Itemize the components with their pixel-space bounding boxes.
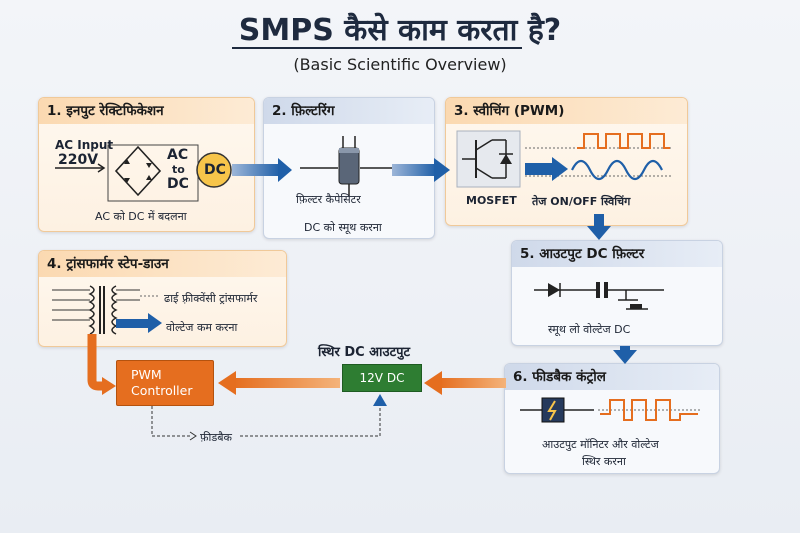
output-value-block: 12V DC [342,364,422,392]
dc-badge-icon [196,152,232,188]
step-2-caption-1: फ़िल्टर कैपेसिटर [296,193,361,206]
output-filter-icon [534,282,664,310]
step-6-card: 6. फीडबैक कंट्रोल [504,363,720,474]
pwm-controller-line1: PWM [131,367,162,382]
step-5-caption: स्मूथ लो वोल्टेज DC [548,323,631,336]
feedback-sensor-icon [520,397,594,423]
step-6-title: 6. फीडबैक कंट्रोल [505,364,719,390]
feedback-waveform-icon [598,399,700,421]
feedback-dashed-path [151,394,387,441]
step-6-caption-1: आउटपुट मॉनिटर और वोल्टेज [542,438,659,451]
step-3-title: 3. स्वीचिंग (PWM) [446,98,687,124]
step-1-caption: AC को DC में बदलना [95,210,187,223]
to-label: to [172,163,185,176]
mosfet-label: MOSFET [466,194,517,207]
step-2-title: 2. फ़िल्टरिंग [264,98,434,124]
step-2-caption-2: DC को स्मूथ करना [304,221,382,234]
flow-arrow-2-3 [392,158,450,182]
step-5-title: 5. आउटपुट DC फ़िल्टर [512,241,722,267]
flow-arrow-1-2 [232,158,292,182]
title-underline [232,47,522,49]
voltage-label: 220V [58,152,99,168]
step-4-caption-2: वोल्टेज कम करना [166,321,238,334]
output-heading: स्थिर DC आउटपुट [318,345,411,360]
dc-label: DC [167,176,189,192]
page-title: SMPS कैसे काम करता है? [238,13,562,48]
pwm-controller-line2: Controller [131,383,193,398]
step-1-card: 1. इनपुट रेक्टिफिकेशन [38,97,255,232]
filter-capacitor-icon [300,136,392,196]
step-4-card: 4. ट्रांसफार्मर स्टेप-डाउन [38,250,287,347]
step-1-title: 1. इनपुट रेक्टिफिकेशन [39,98,254,124]
feedback-label: फ़ीडबैक [200,431,232,444]
ac-input-label: AC Input [55,138,114,152]
step-5-card: 5. आउटपुट DC फ़िल्टर [511,240,723,346]
flow-arrow-output-pwm [218,371,340,395]
rectifier-bridge-icon [55,144,199,202]
page-subtitle: (Basic Scientific Overview) [293,55,507,74]
transformer-icon [52,285,162,335]
ac-label: AC [167,147,189,163]
step-6-caption-2: स्थिर करना [582,455,626,468]
flow-arrow-3-5 [587,214,611,240]
flow-arrow-4-pwm [87,334,116,395]
step-4-title: 4. ट्रांसफार्मर स्टेप-डाउन [39,251,286,277]
pwm-waveforms-icon [525,133,672,181]
flow-arrow-6-output [424,371,506,395]
step-3-caption: तेज ON/OFF स्विचिंग [532,195,631,208]
dc-badge-text: DC [204,162,226,178]
mosfet-icon [456,130,521,188]
flow-arrow-5-6 [613,346,637,364]
step-4-caption-1: ढाई फ़्रीक्वेंसी ट्रांसफार्मर [164,292,258,305]
pwm-controller-block: PWM Controller [116,360,214,406]
